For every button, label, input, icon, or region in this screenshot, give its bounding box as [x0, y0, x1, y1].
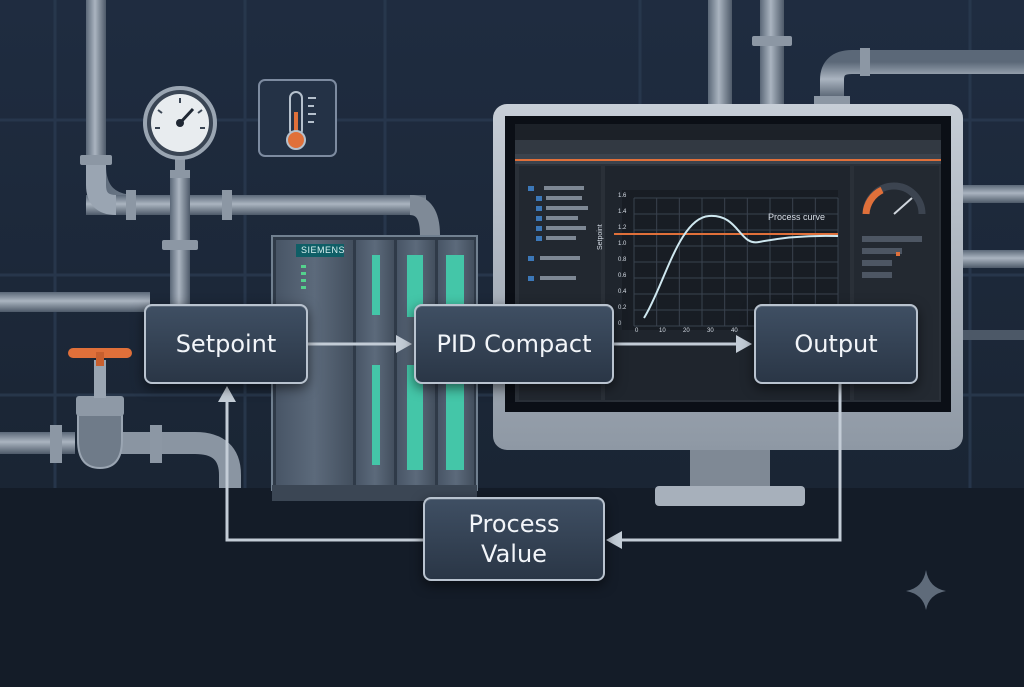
chart-ytick-label: 1.2 [618, 225, 627, 231]
arrow-output-to-process-value [622, 383, 842, 542]
chart-xtick-label: 0 [635, 328, 639, 334]
thermometer-icon [258, 79, 337, 157]
pipes-right [708, 0, 1024, 340]
chart-ytick-label: 0.2 [618, 305, 627, 311]
valve-icon [68, 348, 132, 470]
chart-xtick-label: 10 [659, 328, 666, 334]
chart-xtick-label: 20 [683, 328, 690, 334]
chart-ytick-label: 0.6 [618, 273, 627, 279]
chart-annotation: Process curve [768, 212, 826, 222]
setpoint-box[interactable]: Setpoint [144, 304, 308, 384]
chart-ytick-label: 0.4 [618, 289, 627, 295]
plc-brand-label: SIEMENS [301, 245, 346, 255]
pressure-gauge-icon [143, 86, 217, 175]
chart-ytick-label: 1.0 [618, 241, 627, 247]
arrow-heads [218, 335, 752, 549]
process-curve [643, 214, 839, 319]
arrow-process-value-to-setpoint [225, 402, 423, 542]
sparkle-icon [906, 570, 946, 610]
chart-xtick-label: 40 [731, 328, 738, 334]
pipes-left [0, 0, 440, 488]
chart-ytick-label: 0.8 [618, 257, 627, 263]
output-box[interactable]: Output [754, 304, 918, 384]
chart-ylabel: Setpoint [597, 224, 604, 250]
process-value-box[interactable]: Process Value [423, 497, 605, 581]
chart-gridlines [633, 197, 839, 327]
chart-ytick-label: 0 [618, 321, 622, 327]
pid-compact-box[interactable]: PID Compact [414, 304, 614, 384]
chart-ytick-label: 1.4 [618, 209, 627, 215]
chart-xtick-label: 30 [707, 328, 714, 334]
flow-arrows [225, 342, 842, 542]
chart-ytick-label: 1.6 [618, 193, 627, 199]
